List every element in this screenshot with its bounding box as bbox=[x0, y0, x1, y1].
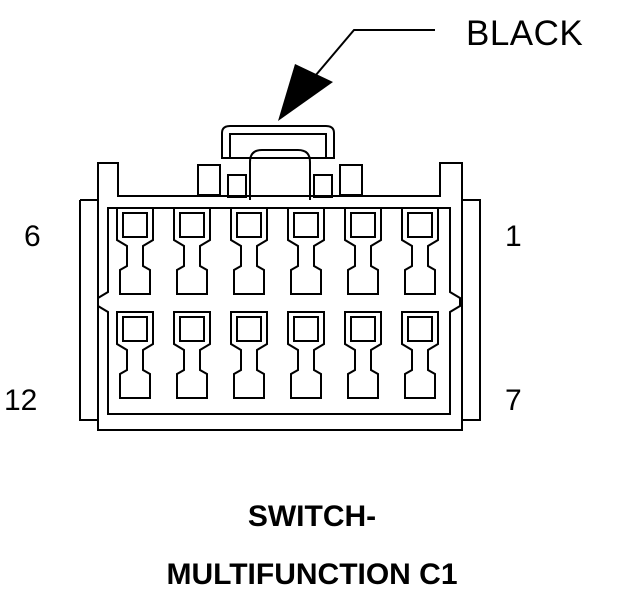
terminal-cavity bbox=[230, 311, 268, 399]
terminal-contact bbox=[350, 316, 376, 342]
terminal-cavity bbox=[401, 311, 439, 399]
leader-arrow bbox=[278, 29, 435, 121]
terminal-contact bbox=[407, 316, 433, 342]
terminal-cavity bbox=[173, 311, 211, 399]
terminal-contact bbox=[236, 316, 262, 342]
terminal-cavity bbox=[287, 207, 325, 295]
terminal-contact bbox=[293, 212, 319, 238]
terminal-contact bbox=[179, 316, 205, 342]
connector-body bbox=[79, 162, 481, 431]
terminal-contact bbox=[407, 212, 433, 238]
terminal-contact bbox=[236, 212, 262, 238]
terminal-contact bbox=[122, 316, 148, 342]
terminal-contact bbox=[293, 316, 319, 342]
terminal-cavities bbox=[116, 207, 439, 399]
terminal-cavity bbox=[230, 207, 268, 295]
pin-number-12: 12 bbox=[4, 384, 38, 417]
terminal-cavity bbox=[116, 311, 154, 399]
terminal-cavity bbox=[116, 207, 154, 295]
wire-color-label: BLACK bbox=[466, 14, 584, 53]
terminal-cavity bbox=[173, 207, 211, 295]
terminal-cavity bbox=[344, 207, 382, 295]
connector-title-line1: SWITCH- bbox=[247, 500, 377, 533]
pin-number-7: 7 bbox=[505, 384, 522, 417]
terminal-cavity bbox=[287, 311, 325, 399]
terminal-contact bbox=[350, 212, 376, 238]
pin-number-6: 6 bbox=[24, 220, 41, 253]
pin-number-1: 1 bbox=[505, 220, 522, 253]
connector-title-line2: MULTIFUNCTION C1 bbox=[166, 558, 458, 591]
connector-latch bbox=[197, 125, 363, 200]
terminal-contact bbox=[122, 212, 148, 238]
terminal-cavity bbox=[401, 207, 439, 295]
terminal-contact bbox=[179, 212, 205, 238]
terminal-cavity bbox=[344, 311, 382, 399]
